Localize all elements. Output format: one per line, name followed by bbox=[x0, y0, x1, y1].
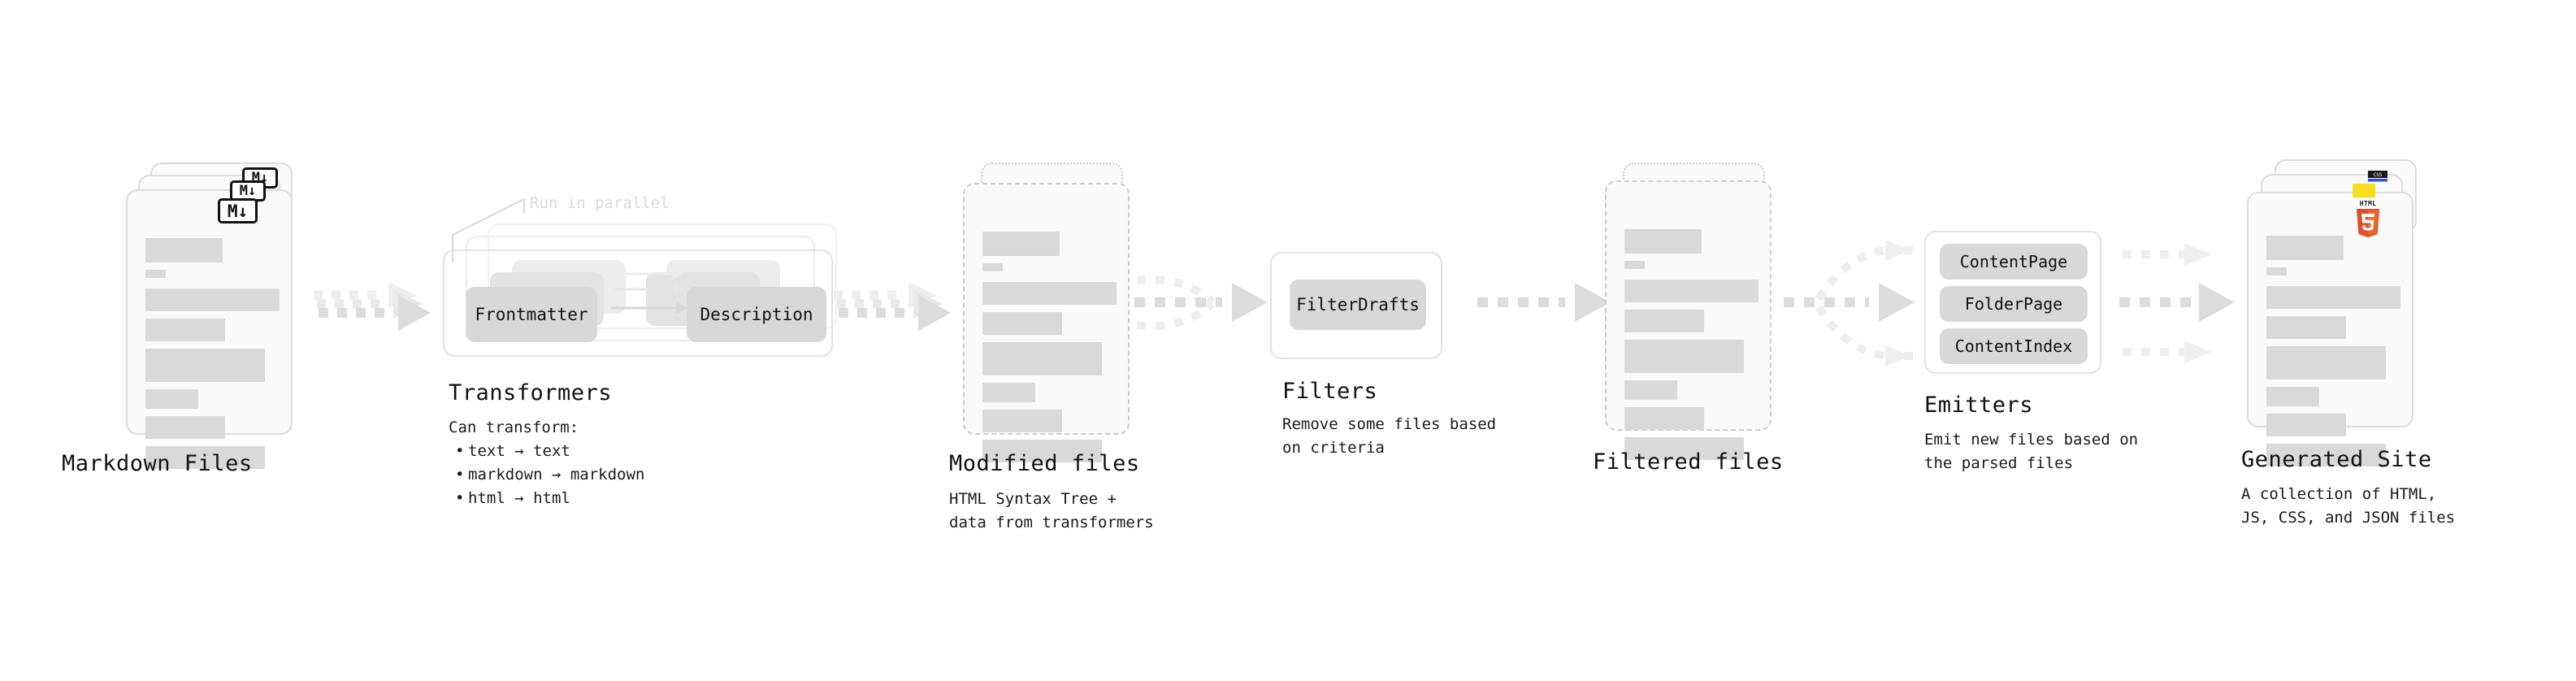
placeholder-line bbox=[2266, 267, 2287, 275]
placeholder-line bbox=[2266, 387, 2319, 406]
transformers-group: Frontmatter Description bbox=[443, 199, 841, 357]
emitters-panel: ContentPage FolderPage ContentIndex bbox=[1924, 231, 2101, 374]
placeholder-line bbox=[2266, 286, 2400, 309]
modified-files-subtitle: HTML Syntax Tree + data from transformer… bbox=[949, 490, 1154, 531]
placeholder-line bbox=[982, 282, 1117, 305]
filters-subtitle: Remove some files based on criteria bbox=[1282, 415, 1497, 457]
filters-panel: FilterDrafts bbox=[1270, 252, 1442, 359]
placeholder-line bbox=[1624, 310, 1704, 332]
svg-text:HTML: HTML bbox=[2360, 200, 2376, 207]
transform-bullet-item: markdown → markdown bbox=[453, 463, 644, 487]
placeholder-line bbox=[982, 312, 1062, 335]
placeholder-line bbox=[1624, 280, 1759, 302]
generated-site-card-html bbox=[2247, 192, 2413, 466]
filtered-files-title: Filtered files bbox=[1593, 449, 1784, 475]
run-in-parallel-label: Run in parallel bbox=[530, 194, 670, 212]
transformers-title: Transformers bbox=[449, 380, 613, 406]
placeholder-line bbox=[145, 288, 280, 311]
placeholder-line bbox=[1624, 261, 1645, 269]
emitters-subtitle: Emit new files based on the parsed files bbox=[1924, 431, 2139, 472]
connector-filtered-to-emitters bbox=[1784, 240, 1915, 367]
transformers-bullet-list: text → textmarkdown → markdownhtml → htm… bbox=[453, 440, 644, 510]
filtered-file-card-front bbox=[1605, 180, 1772, 460]
transform-bullet-item: text → text bbox=[453, 440, 644, 463]
placeholder-line bbox=[1624, 407, 1704, 430]
connector-transformers-to-modified bbox=[834, 282, 951, 331]
markdown-file-placeholder-lines bbox=[145, 238, 280, 476]
emitter-node-folderpage[interactable]: FolderPage bbox=[1940, 286, 2088, 322]
placeholder-line bbox=[1624, 340, 1744, 373]
placeholder-line bbox=[2266, 316, 2346, 339]
placeholder-line bbox=[2266, 236, 2344, 260]
placeholder-line bbox=[2266, 346, 2386, 380]
javascript-icon bbox=[2353, 184, 2375, 197]
placeholder-line bbox=[982, 263, 1003, 271]
modified-file-card-front bbox=[963, 183, 1130, 462]
generated-site-title: Generated Site bbox=[2241, 447, 2432, 472]
connector-markdown-to-transformers bbox=[314, 282, 431, 331]
transformers-panel-back bbox=[488, 223, 837, 329]
generated-site-subtitle: A collection of HTML, JS, CSS, and JSON … bbox=[2241, 485, 2456, 527]
placeholder-line bbox=[145, 270, 166, 278]
connector-filters-to-filtered bbox=[1477, 283, 1611, 322]
transformers-subtitle: Can transform: bbox=[449, 419, 579, 436]
emitter-node-contentpage[interactable]: ContentPage bbox=[1940, 244, 2088, 280]
placeholder-line bbox=[145, 416, 225, 439]
placeholder-line bbox=[982, 410, 1062, 432]
placeholder-line bbox=[2266, 414, 2346, 436]
placeholder-line bbox=[982, 342, 1102, 375]
filter-node-filterdrafts[interactable]: FilterDrafts bbox=[1290, 280, 1426, 330]
placeholder-line bbox=[1624, 229, 1702, 254]
placeholder-line bbox=[145, 446, 265, 469]
placeholder-line bbox=[145, 389, 198, 409]
transformer-inner-arrows bbox=[611, 269, 689, 314]
transformer-node-frontmatter[interactable]: Frontmatter bbox=[466, 287, 597, 342]
emitter-node-contentindex[interactable]: ContentIndex bbox=[1940, 328, 2088, 364]
modified-file-placeholder-lines bbox=[982, 232, 1117, 470]
placeholder-line bbox=[145, 319, 225, 341]
filtered-file-placeholder-lines bbox=[1624, 229, 1759, 467]
placeholder-line bbox=[982, 383, 1035, 402]
placeholder-line bbox=[982, 440, 1102, 462]
placeholder-line bbox=[145, 349, 265, 382]
transformers-panel-front bbox=[443, 249, 833, 357]
placeholder-line bbox=[2266, 444, 2386, 466]
filters-title: Filters bbox=[1282, 379, 1378, 404]
css3-icon: CSS bbox=[2368, 171, 2387, 182]
generated-site-placeholder-lines bbox=[2266, 236, 2400, 474]
transformer-node-description[interactable]: Description bbox=[687, 287, 826, 342]
markdown-badge-front: M↓ bbox=[218, 198, 258, 223]
emitters-title: Emitters bbox=[1924, 393, 2034, 418]
html5-icon: HTML bbox=[2357, 200, 2379, 237]
modified-files-title: Modified files bbox=[949, 451, 1140, 476]
markdown-files-title: Markdown Files bbox=[62, 451, 253, 476]
connector-emitters-to-site bbox=[2119, 243, 2235, 363]
connector-modified-to-filters bbox=[1134, 275, 1268, 331]
svg-text:CSS: CSS bbox=[2374, 172, 2383, 178]
transform-bullet-item: html → html bbox=[453, 487, 644, 510]
placeholder-line bbox=[145, 238, 223, 262]
placeholder-line bbox=[982, 232, 1060, 256]
placeholder-line bbox=[1624, 437, 1744, 460]
markdown-file-card-front bbox=[126, 189, 293, 469]
placeholder-line bbox=[1624, 380, 1677, 400]
